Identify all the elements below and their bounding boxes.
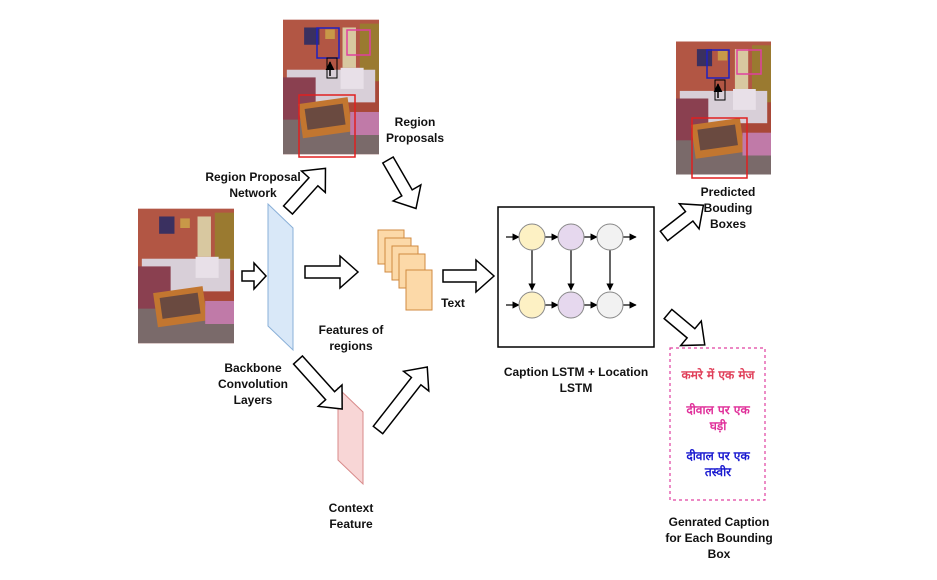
caption-hindi-2: दीवाल पर एक घड़ी bbox=[686, 403, 750, 433]
arrow-to-captions bbox=[663, 308, 706, 347]
lstm-node-purple-top bbox=[557, 223, 585, 251]
arrow-context-to-features bbox=[372, 366, 430, 435]
label-region-proposal-network: Region Proposal Network bbox=[205, 170, 301, 200]
input-image bbox=[138, 208, 234, 344]
arrow-backbone-to-features bbox=[304, 254, 360, 290]
region-proposal-image bbox=[283, 19, 379, 158]
predicted-boxes-image bbox=[676, 41, 771, 179]
caption-hindi-1: कमरे में एक मेज bbox=[681, 368, 755, 382]
label-backbone: Backbone Convolution Layers bbox=[218, 361, 288, 407]
lstm-node-gray-top bbox=[596, 223, 624, 251]
label-predicted-boxes: Predicted Bouding Boxes bbox=[700, 185, 756, 231]
arrow-proposals-to-features bbox=[381, 155, 422, 210]
block-arrows bbox=[241, 155, 706, 435]
context-feature-layer bbox=[337, 386, 364, 486]
lstm-node-gray-bottom bbox=[596, 291, 624, 319]
label-text: Text bbox=[441, 296, 465, 310]
arrow-to-predicted bbox=[659, 202, 705, 242]
caption-box bbox=[669, 347, 766, 501]
lstm-nodes bbox=[518, 223, 624, 319]
label-lstm-caption: Caption LSTM + Location LSTM bbox=[503, 365, 649, 395]
arrow-input-to-backbone bbox=[241, 261, 268, 291]
lstm-node-yellow-top bbox=[518, 223, 546, 251]
label-features-of-regions: Features of regions bbox=[318, 323, 384, 353]
lstm-node-yellow-bottom bbox=[518, 291, 546, 319]
backbone-layer bbox=[267, 202, 294, 352]
arrow-to-proposals bbox=[282, 167, 327, 216]
label-region-proposals: Region Proposals bbox=[385, 115, 445, 145]
feature-stack bbox=[377, 229, 433, 311]
caption-hindi-3: दीवाल पर एक तस्वीर bbox=[686, 449, 750, 479]
label-context-feature: Context Feature bbox=[328, 501, 374, 531]
lstm-node-purple-bottom bbox=[557, 291, 585, 319]
arrow-features-to-lstm bbox=[442, 258, 496, 294]
label-generated-caption: Genrated Caption for Each Bounding Box bbox=[665, 515, 773, 561]
lstm-cells bbox=[506, 233, 637, 309]
arrow-to-context bbox=[292, 354, 343, 410]
